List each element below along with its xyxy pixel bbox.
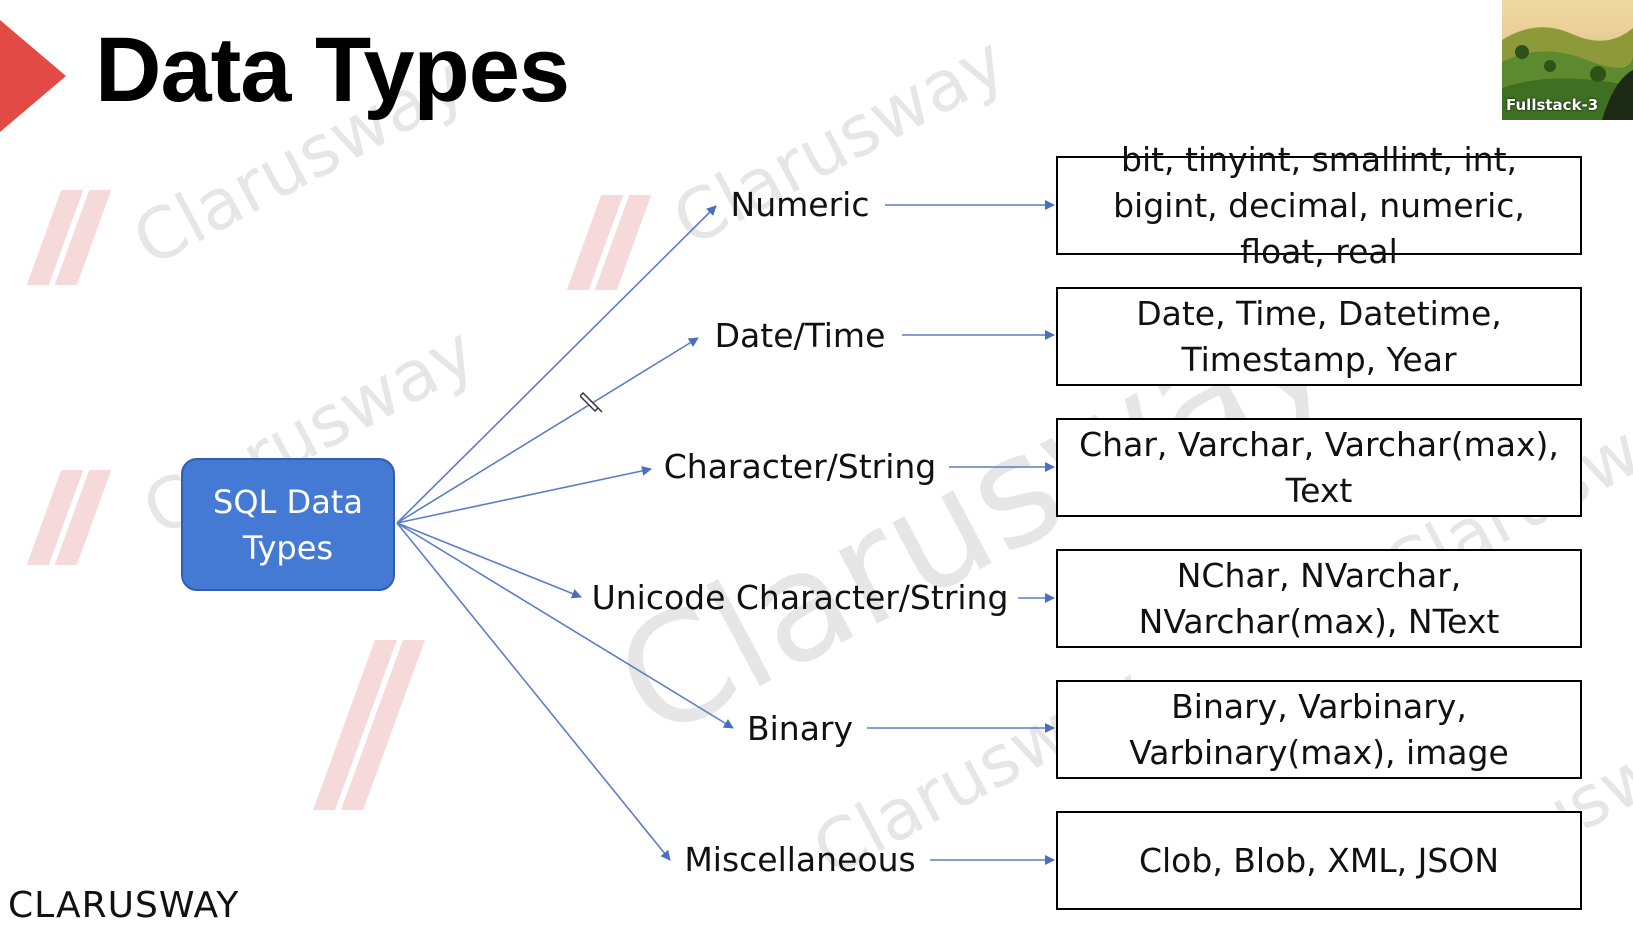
types-box-unicode-character-string: NChar, NVarchar, NVarchar(max), NText [1056,549,1582,648]
accent-triangle [0,20,66,132]
brand-logo: CLARUSWAY [8,885,240,926]
types-box-datetime: Date, Time, Datetime, Timestamp, Year [1056,287,1582,386]
slide-title: Data Types [95,19,570,121]
category-unicode-character-string: Unicode Character/String [591,578,1009,617]
pen-cursor-icon [580,391,603,413]
category-numeric: Numeric [730,185,870,224]
root-node: SQL Data Types [181,458,395,591]
category-datetime: Date/Time [714,316,886,355]
connector-binary [396,522,734,729]
category-character-string: Character/String [663,447,937,486]
connector-numeric [396,205,717,524]
category-binary: Binary [746,709,854,748]
types-box-miscellaneous: Clob, Blob, XML, JSON [1056,811,1582,910]
participant-video-tile[interactable]: Fullstack-3 [1502,0,1633,120]
types-box-binary: Binary, Varbinary, Varbinary(max), image [1056,680,1582,779]
participant-name: Fullstack-3 [1506,96,1599,114]
category-miscellaneous: Miscellaneous [684,840,916,879]
types-box-numeric: bit, tinyint, smallint, int, bigint, dec… [1056,140,1582,271]
types-box-character-string: Char, Varchar, Varchar(max), Text [1056,418,1582,517]
landscape-thumbnail [1502,0,1633,120]
connector-character [396,465,652,524]
connector-unicode [396,522,582,599]
connector-datetime [396,337,699,524]
connector-misc [396,522,671,861]
